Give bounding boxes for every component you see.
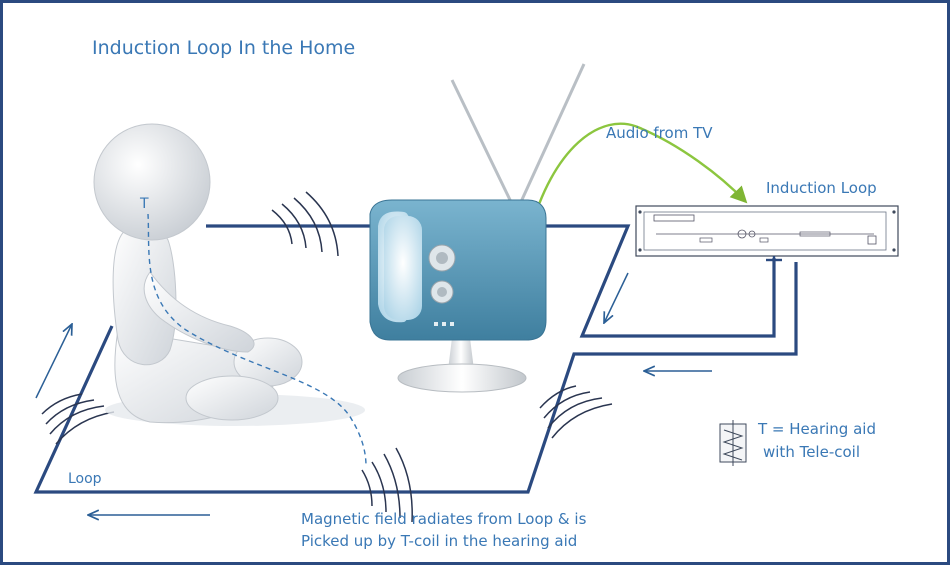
tele-coil-icon [719,420,747,466]
arrow-icon [35,272,712,515]
legend-line1: T = Hearing aid [757,420,876,438]
loop-label: Loop [68,471,102,487]
legend-line2: with Tele-coil [763,443,860,461]
audio-signal-line [528,122,748,233]
tcoil-pickup-dashed-line [147,213,367,467]
tcoil-marker: T [139,196,149,212]
field-wave-icon [41,191,613,523]
diagram-title: Induction Loop In the Home [92,37,355,59]
magnetic-field-caption-line2: Picked up by T-coil in the hearing aid [301,532,577,550]
induction-loop-label: Induction Loop [766,179,877,197]
audio-from-tv-label: Audio from TV [606,124,713,142]
person-figure-icon [93,123,365,426]
tv-icon [369,63,586,393]
magnetic-field-caption-line1: Magnetic field radiates from Loop & is [301,510,587,528]
amplifier-icon [635,205,899,262]
